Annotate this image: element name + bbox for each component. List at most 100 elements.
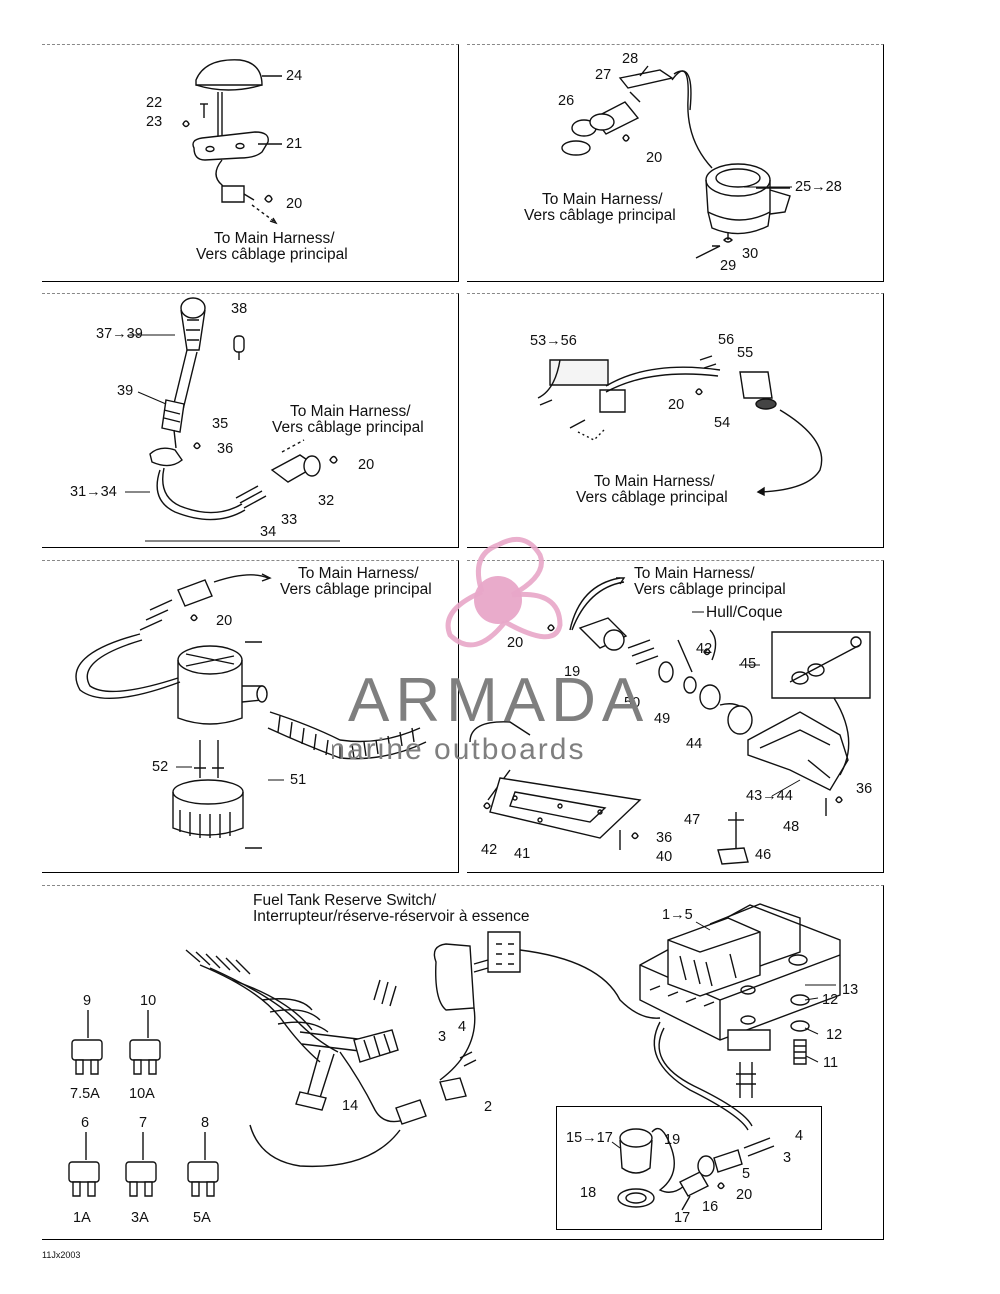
fuse-rating-1a: 1A — [73, 1210, 91, 1226]
callout-16: 16 — [702, 1199, 719, 1215]
callout-21: 21 — [286, 136, 303, 152]
to-main-harness-fr: Vers câblage principal — [272, 419, 424, 436]
fuse-rating-5a: 5A — [193, 1210, 211, 1226]
callout-26: 26 — [558, 93, 575, 109]
callout-56: 56 — [718, 332, 735, 348]
callout-27: 27 — [595, 67, 612, 83]
to-main-harness-en: To Main Harness/ — [214, 230, 335, 247]
callout-52: 52 — [152, 759, 169, 775]
callout-46: 46 — [755, 847, 772, 863]
panel-antenna — [42, 44, 459, 282]
harness-fusebox-drawing — [69, 904, 840, 1210]
callout-2: 2 — [484, 1099, 493, 1115]
to-main-harness-en: To Main Harness/ — [298, 565, 419, 582]
callout-24: 24 — [286, 68, 303, 84]
callout-50: 50 — [624, 695, 641, 711]
hull-coque-label: Hull/Coque — [706, 604, 783, 621]
callout-13: 13 — [842, 982, 859, 998]
callout-39: 39 — [117, 383, 134, 399]
callout-40: 40 — [656, 849, 673, 865]
callout-33: 33 — [281, 512, 298, 528]
fuse-rating-7-5a: 7.5A — [70, 1086, 100, 1102]
panel-bilge-pump — [42, 560, 459, 873]
watermark-tagline: marine outboards — [320, 733, 586, 766]
callout-25-to-28: 25→28 — [795, 179, 842, 195]
callout-12: 12 — [826, 1027, 843, 1043]
callout-36: 36 — [656, 830, 673, 846]
drawing-code: 11Jx2003 — [42, 1250, 81, 1260]
callout-20: 20 — [668, 397, 685, 413]
trim-sender-drawing — [470, 578, 870, 864]
callout-8: 8 — [201, 1115, 210, 1131]
to-main-harness-en: To Main Harness/ — [542, 191, 663, 208]
callout-9: 9 — [83, 993, 92, 1009]
to-main-harness-fr: Vers câblage principal — [196, 246, 348, 263]
leader-lines — [125, 187, 836, 1148]
callout-42: 42 — [696, 641, 713, 657]
navigation-light-drawing — [145, 298, 340, 541]
callout-45: 45 — [740, 656, 757, 672]
fuel-tank-reserve-switch-en: Fuel Tank Reserve Switch/ — [253, 892, 437, 909]
callout-4: 4 — [458, 1019, 467, 1035]
to-main-harness-en: To Main Harness/ — [634, 565, 755, 582]
gauge-drawing — [562, 66, 790, 258]
bilge-pump-drawing — [76, 574, 426, 848]
fuse-shapes — [69, 1010, 218, 1196]
antenna-drawing — [183, 60, 282, 223]
callout-10: 10 — [140, 993, 157, 1009]
panel-gauge — [467, 44, 884, 282]
callout-28: 28 — [622, 51, 639, 67]
callout-3: 3 — [438, 1029, 447, 1045]
callout-1-to-5: 1→5 — [662, 907, 693, 923]
panel-switch — [467, 293, 884, 548]
callout-53-to-56: 53→56 — [530, 333, 577, 349]
callout-19: 19 — [564, 664, 581, 680]
callout-44: 44 — [686, 736, 703, 752]
callout-55: 55 — [737, 345, 754, 361]
callout-54: 54 — [714, 415, 731, 431]
fuel-tank-reserve-switch-fr: Interrupteur/réserve-réservoir à essence — [253, 908, 530, 925]
callout-31-to-34: 31→34 — [70, 484, 117, 500]
callout-14: 14 — [342, 1098, 359, 1114]
callout-11: 11 — [823, 1055, 839, 1071]
callout-7: 7 — [139, 1115, 148, 1131]
callout-20: 20 — [358, 457, 375, 473]
callout-29: 29 — [720, 258, 737, 274]
callout-3: 3 — [783, 1150, 792, 1166]
callout-5: 5 — [742, 1166, 751, 1182]
panel-navigation-light — [42, 293, 459, 548]
callout-19: 19 — [664, 1132, 681, 1148]
fuse-rating-10a: 10A — [129, 1086, 155, 1102]
callout-18: 18 — [580, 1185, 597, 1201]
callout-48: 48 — [783, 819, 800, 835]
callout-20: 20 — [216, 613, 233, 629]
callout-36: 36 — [217, 441, 234, 457]
callout-6: 6 — [81, 1115, 90, 1131]
callout-4: 4 — [795, 1128, 804, 1144]
callout-41: 41 — [514, 846, 531, 862]
callout-43-to-44: 43→44 — [746, 788, 793, 804]
callout-20: 20 — [646, 150, 663, 166]
to-main-harness-fr: Vers câblage principal — [280, 581, 432, 598]
switch-drawing — [538, 356, 822, 495]
panel-trim-sender — [467, 560, 884, 873]
callout-20: 20 — [286, 196, 303, 212]
panel-fuse-box-harness — [42, 885, 884, 1240]
to-main-harness-en: To Main Harness/ — [290, 403, 411, 420]
callout-22: 22 — [146, 95, 163, 111]
callout-23: 23 — [146, 114, 163, 130]
inset-connector — [556, 1106, 822, 1230]
callout-47: 47 — [684, 812, 701, 828]
callout-49: 49 — [654, 711, 671, 727]
callout-20: 20 — [507, 635, 524, 651]
callout-42: 42 — [481, 842, 498, 858]
watermark-brand: ARMADA — [348, 666, 650, 735]
to-main-harness-fr: Vers câblage principal — [634, 581, 786, 598]
callout-20: 20 — [736, 1187, 753, 1203]
to-main-harness-en: To Main Harness/ — [594, 473, 715, 490]
callout-51: 51 — [290, 772, 307, 788]
callout-30: 30 — [742, 246, 759, 262]
callout-32: 32 — [318, 493, 335, 509]
to-main-harness-fr: Vers câblage principal — [576, 489, 728, 506]
callout-17: 17 — [674, 1210, 691, 1226]
